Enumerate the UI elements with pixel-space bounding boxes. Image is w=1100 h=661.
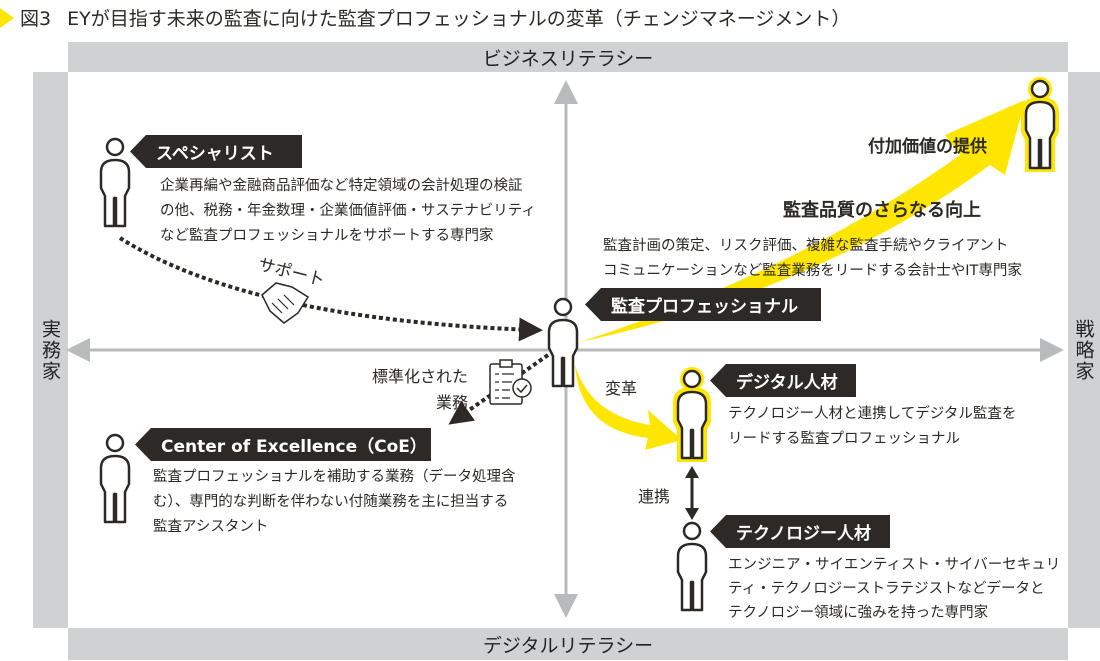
digital-person-icon	[673, 367, 711, 462]
tech-person-icon	[676, 521, 708, 612]
axis-right-label: 戦略家	[1072, 318, 1095, 382]
desc-line: エンジニア・サイエンティスト・サイバーセキュリ	[728, 557, 1061, 573]
desc-line: 企業再編や金融商品評価など特定領域の会計処理の検証	[160, 178, 523, 194]
transform-arrow	[575, 365, 682, 450]
coe-person-icon	[99, 433, 131, 524]
quality-arrow	[580, 100, 1025, 342]
clipboard-checklist-icon	[489, 359, 532, 405]
desc-line: ティ・テクノロジーストラテジストなどデータと	[728, 581, 1045, 597]
desc-line: 監査アシスタント	[153, 519, 269, 535]
desc-line: コミュニケーションなど監査業務をリードする会計士やIT専門家	[603, 263, 1022, 279]
tech-tag: テクノロジー人材	[710, 515, 890, 548]
standardized-label: 標準化された業務	[340, 364, 468, 416]
value-person-icon	[1021, 77, 1059, 172]
axis-top-label: ビジネスリテラシー	[482, 47, 654, 70]
digital-desc: テクノロジー人材と連携してデジタル監査をリードする監査プロフェッショナル	[728, 402, 1016, 452]
figure-number: 図3	[20, 8, 52, 30]
specialist-tag: スペシャリスト	[130, 135, 302, 168]
coe-desc: 監査プロフェッショナルを補助する業務（データ処理含む）、専門的な判断を伴わない付…	[153, 465, 516, 540]
axis-right-band: 戦略家	[1068, 72, 1100, 628]
standardized-line: 標準化された	[371, 367, 468, 386]
professional-person-icon	[547, 297, 579, 388]
professional-label: 監査プロフェッショナル	[611, 297, 798, 317]
specialist-label: スペシャリスト	[156, 144, 274, 164]
standardized-line: 業務	[435, 393, 468, 412]
desc-line: リードする監査プロフェッショナル	[728, 431, 960, 447]
desc-line: の他、税務・年金数理・企業価値評価・サステナビリティ	[160, 203, 536, 219]
digital-tag: デジタル人材	[710, 364, 856, 397]
transform-label: 変革	[605, 379, 638, 398]
specialist-person-icon	[99, 137, 131, 228]
specialist-desc: 企業再編や金融商品評価など特定領域の会計処理の検証の他、税務・年金数理・企業価値…	[160, 174, 536, 249]
collab-label: 連携	[638, 487, 671, 506]
axis-bottom-label: デジタルリテラシー	[482, 634, 654, 657]
axis-left-band: 実務家	[33, 72, 68, 628]
coe-tag: Center of Excellence（CoE）	[135, 428, 431, 461]
title-marker-icon	[0, 7, 14, 28]
professional-desc: 監査計画の策定、リスク評価、複雑な監査手続やクライアントコミュニケーションなど監…	[603, 234, 1022, 284]
axis-bottom-band: デジタルリテラシー	[68, 628, 1068, 660]
desc-line: テクノロジー人材と連携してデジタル監査を	[728, 406, 1017, 422]
axis-left-label: 実務家	[39, 318, 61, 382]
digital-label: デジタル人材	[736, 373, 838, 393]
coe-label: Center of Excellence（CoE）	[161, 437, 427, 457]
tech-label: テクノロジー人材	[736, 524, 871, 544]
desc-line: む）、専門的な判断を伴わない付随業務を主に担当する	[153, 494, 509, 510]
desc-line: 監査プロフェッショナルを補助する業務（データ処理含	[153, 469, 516, 485]
handshake-icon	[261, 282, 310, 324]
figure-title-text: EYが目指す未来の監査に向けた監査プロフェッショナルの変革（チェンジマネージメン…	[67, 8, 851, 30]
support-dotted-arrow	[118, 236, 543, 342]
desc-line: など監査プロフェッショナルをサポートする専門家	[160, 228, 494, 244]
quality-label: 監査品質のさらなる向上	[783, 200, 981, 221]
figure-title: 図3 EYが目指す未来の監査に向けた監査プロフェッショナルの変革（チェンジマネージ…	[0, 4, 850, 31]
professional-tag: 監査プロフェッショナル	[585, 288, 821, 321]
tech-desc: エンジニア・サイエンティスト・サイバーセキュリティ・テクノロジーストラテジストな…	[728, 553, 1060, 625]
desc-line: テクノロジー領域に強みを持った専門家	[728, 605, 989, 621]
axis-top-band: ビジネスリテラシー	[68, 42, 1068, 72]
value-label: 付加価値の提供	[868, 137, 987, 157]
desc-line: 監査計画の策定、リスク評価、複雑な監査手続やクライアント	[603, 238, 1009, 254]
